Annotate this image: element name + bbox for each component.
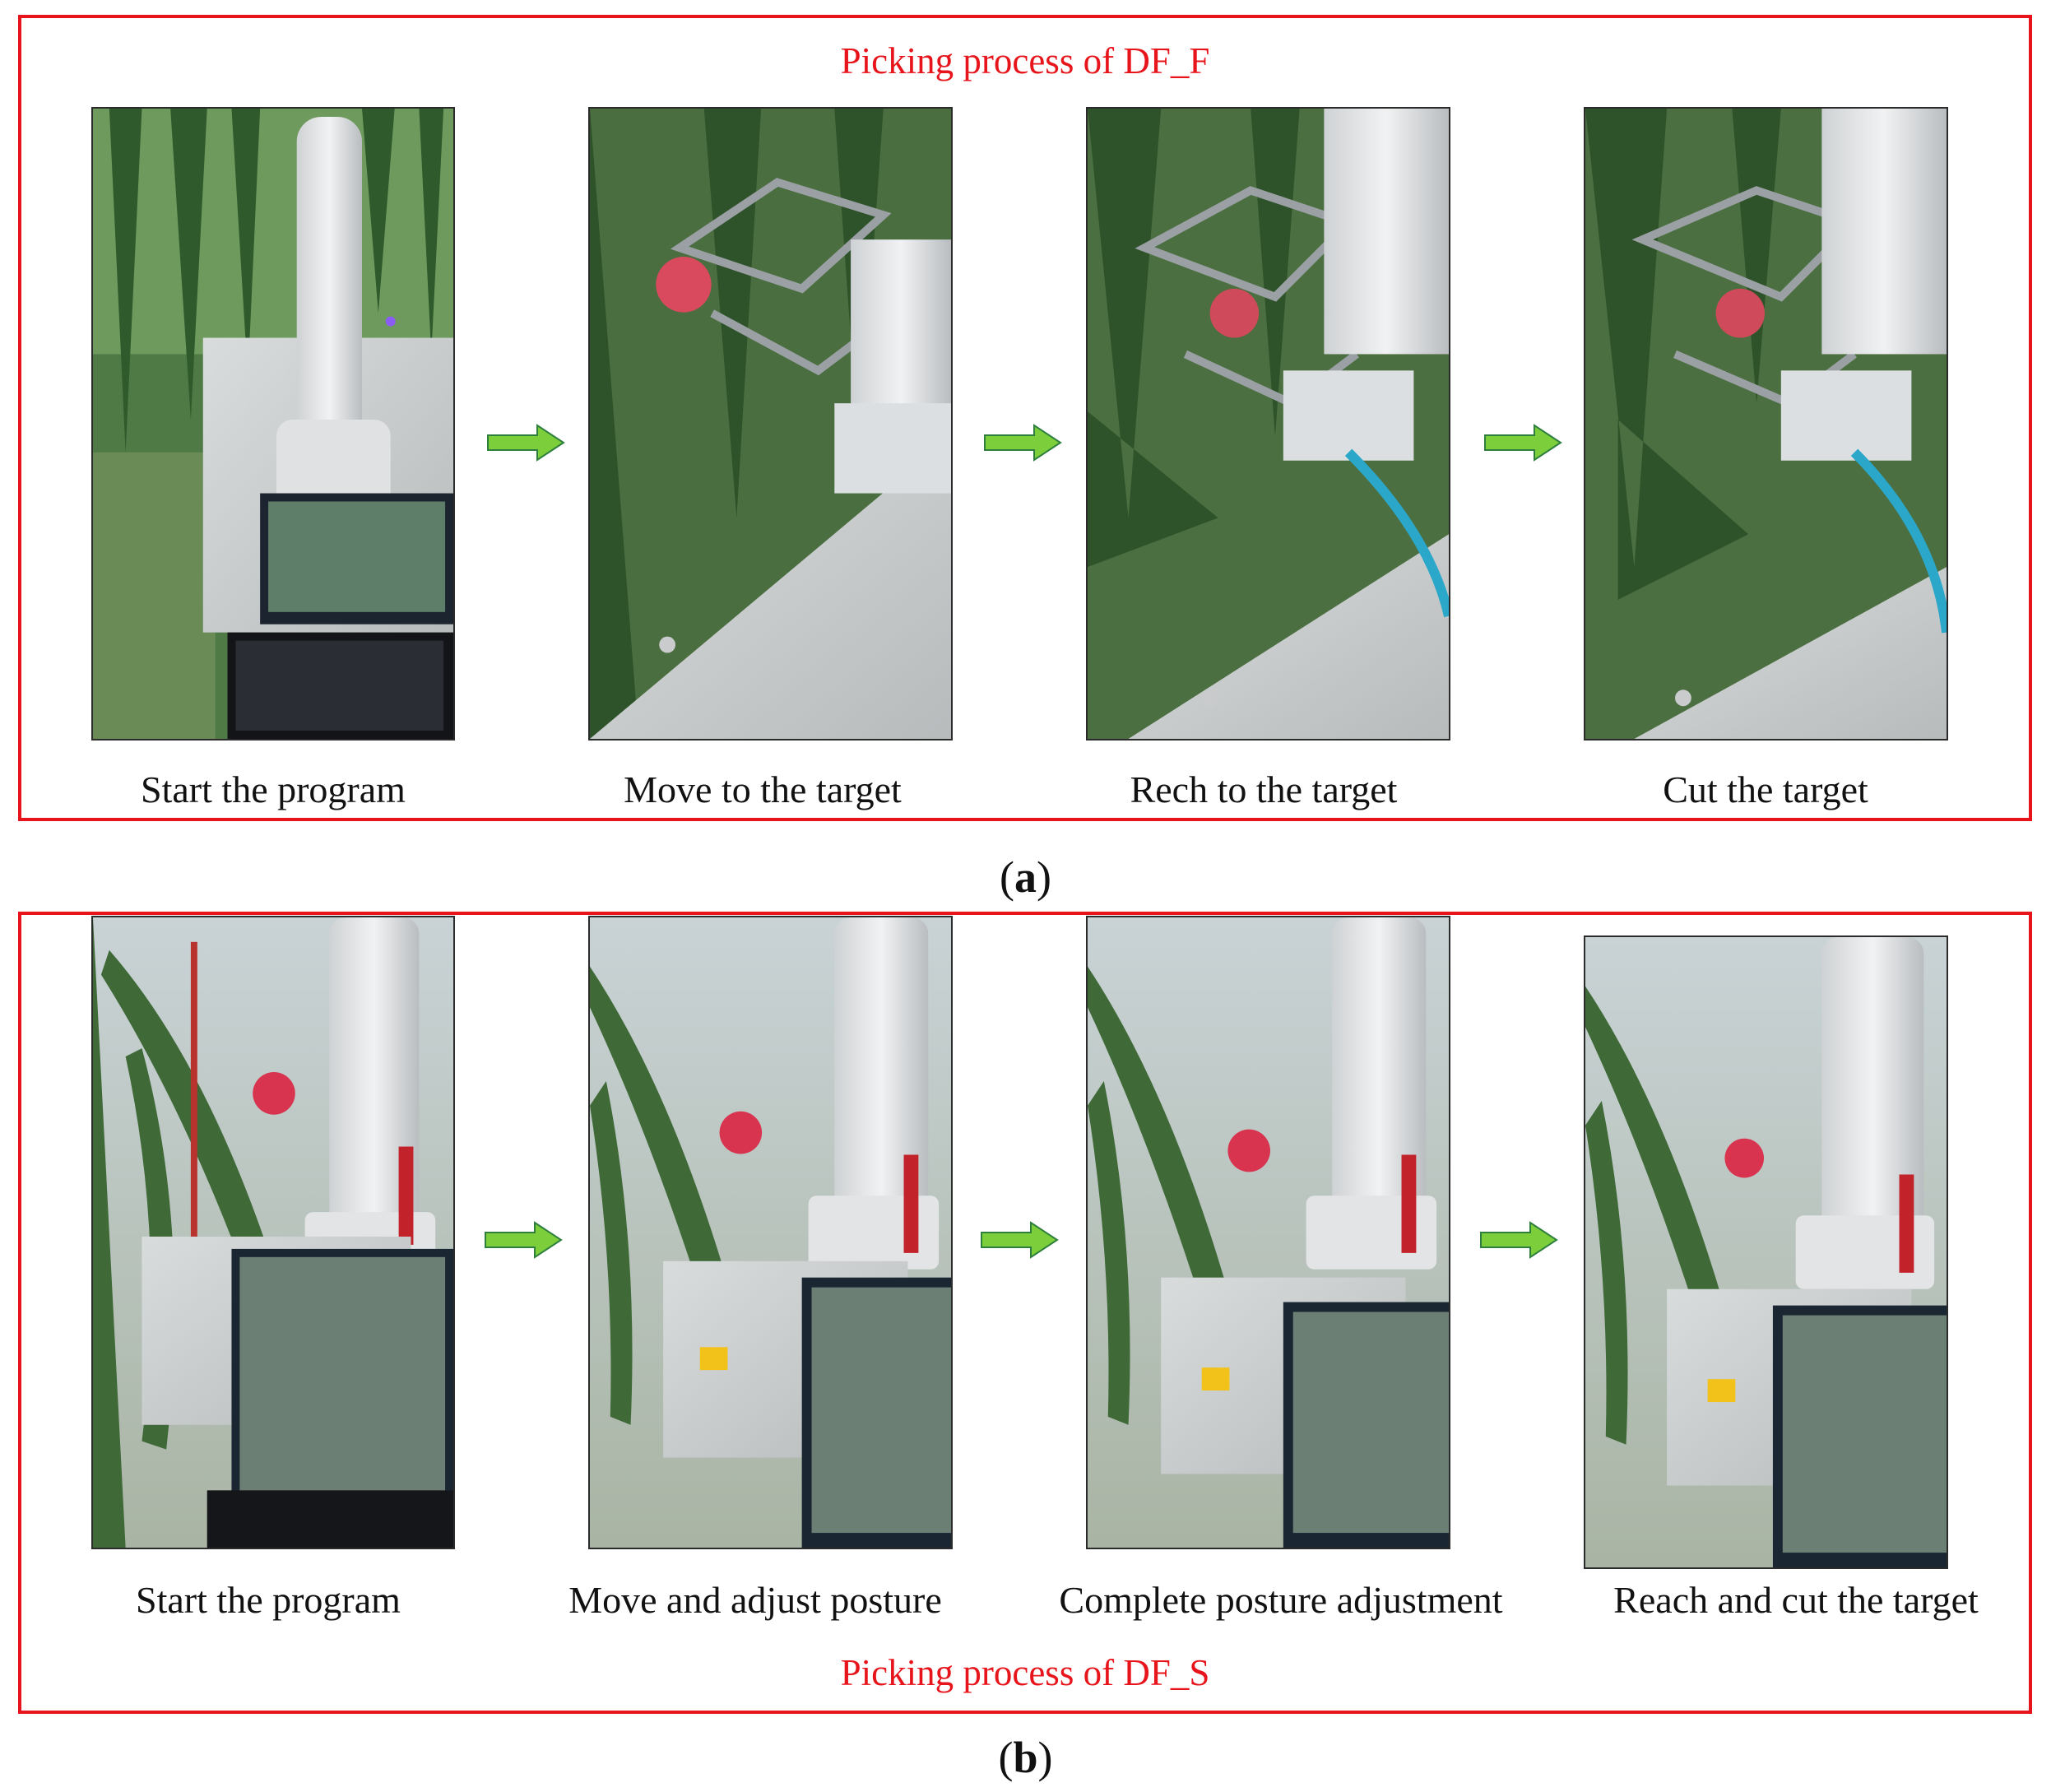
photo-b3-complete-posture (1086, 916, 1450, 1549)
caption-a1: Start the program (141, 768, 406, 810)
subfigure-label-a: (a) (1000, 852, 1051, 902)
photo-a3-reach-target (1086, 107, 1450, 740)
arrow-right-icon (1479, 1221, 1558, 1259)
arrow-right-icon (980, 1221, 1059, 1259)
caption-b3: Complete posture adjustment (1059, 1579, 1503, 1621)
photo-b2-move-adjust-posture (588, 916, 953, 1549)
caption-a3: Rech to the target (1130, 768, 1398, 810)
photo-a1-start-program (91, 107, 455, 740)
photo-a2-move-to-target (588, 107, 953, 740)
photo-a4-cut-target (1584, 107, 1948, 740)
arrow-right-icon (1483, 424, 1562, 462)
arrow-right-icon (486, 424, 565, 462)
panel-a-title: Picking process of DF_F (840, 40, 1210, 81)
photo-b1-start-program (91, 916, 455, 1549)
subfigure-label-b: (b) (998, 1733, 1053, 1782)
caption-b2: Move and adjust posture (568, 1579, 942, 1621)
caption-a4: Cut the target (1663, 768, 1868, 810)
arrow-right-icon (983, 424, 1062, 462)
arrow-right-icon (484, 1221, 563, 1259)
caption-b1: Start the program (136, 1579, 401, 1621)
panel-b-title: Picking process of DF_S (840, 1652, 1210, 1693)
caption-b4: Reach and cut the target (1613, 1579, 1979, 1621)
photo-b4-reach-cut-target (1584, 935, 1948, 1569)
caption-a2: Move to the target (624, 768, 902, 810)
